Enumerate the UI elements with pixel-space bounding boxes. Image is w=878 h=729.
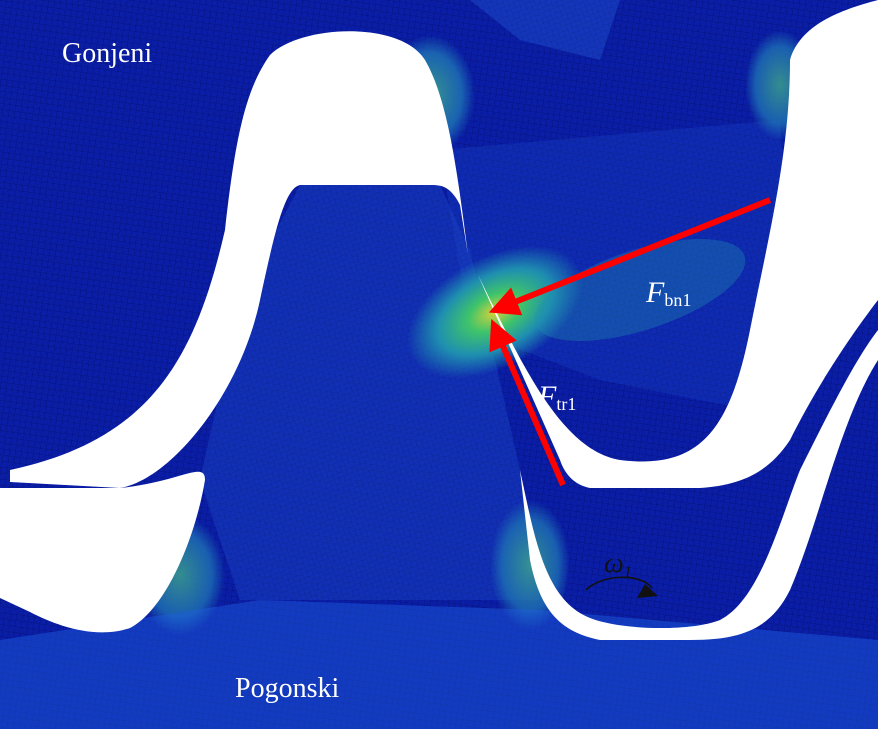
rotation-arrowhead [637, 584, 658, 598]
rotation-symbol: ω [604, 548, 624, 579]
gap-lower-right [520, 330, 878, 640]
gap-lower-left [0, 471, 205, 633]
driving-gear-label: Pogonski [235, 673, 339, 704]
normal-force-symbol: F [645, 276, 665, 309]
rotation-arc [585, 576, 653, 591]
friction-force-label: Ftr1 [537, 380, 576, 414]
friction-force-arrow [489, 318, 566, 487]
normal-force-label: Fbn1 [645, 276, 691, 310]
friction-force-subscript: tr1 [556, 394, 576, 414]
driven-gear-label: Gonjeni [62, 38, 152, 69]
rotation-subscript: 1 [624, 564, 632, 581]
gap-upper-right [478, 0, 878, 488]
stress-band-driven-tooth [534, 238, 746, 342]
friction-force-symbol: F [537, 380, 557, 413]
normal-force-subscript: bn1 [664, 290, 691, 310]
normal-force-arrow [488, 197, 772, 316]
rotation-label: ω1 [604, 548, 632, 581]
gap-upper-left [10, 31, 468, 488]
